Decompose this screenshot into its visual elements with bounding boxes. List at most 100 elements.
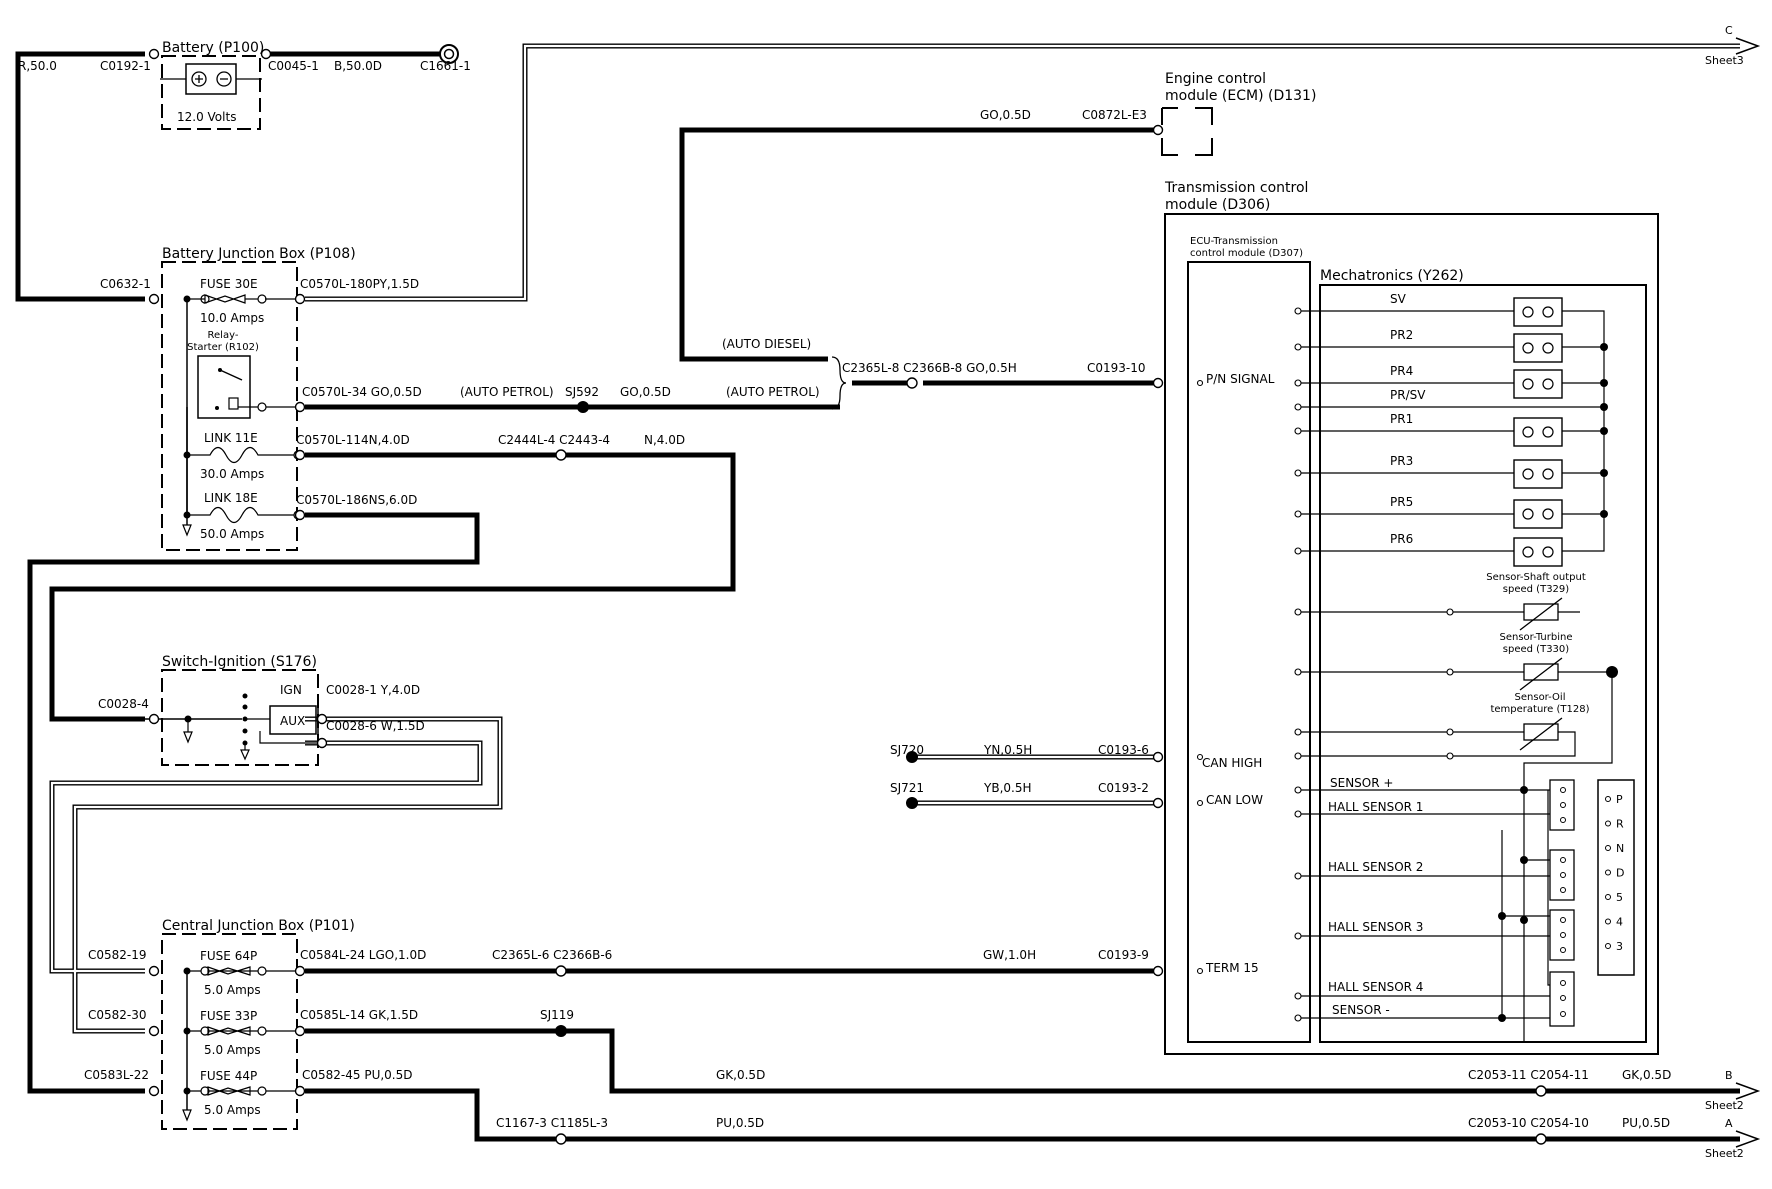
gear-position-label: R	[1616, 818, 1624, 831]
battery-terminal	[439, 44, 459, 64]
label-c2053-10: C2053-10 C2054-10	[1468, 1116, 1589, 1130]
arrow-sheet3[interactable]	[1735, 37, 1761, 55]
sheet-a-letter: A	[1725, 1117, 1733, 1130]
ecm: Engine control module (ECM) (D131)	[1161, 71, 1316, 156]
wire-go-ecm	[679, 127, 1155, 362]
arrow-sheet2-a[interactable]	[1735, 1130, 1761, 1148]
ign-label: IGN	[280, 683, 302, 697]
label-c2365l-6: C2365L-6 C2366B-6	[492, 948, 612, 962]
mech-pin-label: PR1	[1390, 412, 1413, 426]
wire-labels: R,50.0 C0192-1 C0045-1 B,50.0D C1661-1 C…	[18, 59, 1671, 1130]
label-c0582-19: C0582-19	[88, 948, 147, 962]
label-go05-ecm: GO,0.5D	[980, 108, 1031, 122]
label-c0583l-22: C0583L-22	[84, 1068, 149, 1082]
ecu-line2: control module (D307)	[1190, 248, 1303, 259]
label-c0028-1: C0028-1 Y,4.0D	[326, 683, 420, 697]
label-c2053-11: C2053-11 C2054-11	[1468, 1068, 1589, 1082]
link18e-rating: 50.0 Amps	[200, 527, 264, 541]
gear-pin	[1605, 820, 1611, 827]
battery-title: Battery (P100)	[162, 40, 264, 56]
label-c0585l-14: C0585L-14 GK,1.5D	[300, 1008, 418, 1022]
wire-r50	[15, 51, 145, 302]
label-gk05: GK,0.5D	[716, 1068, 765, 1082]
label-c0193-9: C0193-9	[1098, 948, 1149, 962]
power-wires	[15, 51, 1740, 1142]
relay-line1: Relay-	[208, 330, 239, 341]
label-pu05: PU,0.5D	[716, 1116, 764, 1130]
hall2-label: HALL SENSOR 2	[1328, 860, 1423, 874]
sheet-a-label[interactable]: Sheet2	[1705, 1147, 1744, 1160]
pn-signal-label: P/N SIGNAL	[1206, 372, 1275, 386]
ecu-line1: ECU-Transmission	[1190, 236, 1278, 247]
gear-pin	[1605, 869, 1611, 876]
solenoid-coils	[1522, 306, 1554, 558]
gear-pin	[1605, 845, 1611, 851]
fuse30e-rating: 10.0 Amps	[200, 311, 264, 325]
hall4-label: HALL SENSOR 4	[1328, 980, 1423, 994]
label-c0570l-34: C0570L-34 GO,0.5D	[302, 385, 422, 399]
mech-pin-label: PR3	[1390, 454, 1413, 468]
sensor-plus-label: SENSOR +	[1330, 776, 1393, 790]
sheet-c-label[interactable]: Sheet3	[1705, 54, 1744, 67]
mech-pin-label: PR/SV	[1390, 388, 1426, 402]
sheet-b-label[interactable]: Sheet2	[1705, 1099, 1744, 1112]
label-c0045: C0045-1	[268, 59, 319, 73]
variable-sensors	[1519, 597, 1563, 751]
turbine-sensor-line1: Sensor-Turbine	[1500, 632, 1573, 643]
arrow-sheet2-b[interactable]	[1735, 1082, 1761, 1100]
label-c0570l-180: C0570L-180PY,1.5D	[300, 277, 419, 291]
label-c0193-6: C0193-6	[1098, 743, 1149, 757]
label-auto-petrol-1: (AUTO PETROL)	[460, 385, 554, 399]
sensor-minus-label: SENSOR -	[1332, 1003, 1390, 1017]
term15-label: TERM 15	[1205, 961, 1259, 975]
connector-pins	[148, 48, 1547, 1145]
label-auto-petrol-2: (AUTO PETROL)	[726, 385, 820, 399]
label-auto-diesel: (AUTO DIESEL)	[722, 337, 811, 351]
gear-position-label: 4	[1616, 916, 1623, 929]
option-bracket	[831, 356, 847, 410]
label-sj592: SJ592	[565, 385, 599, 399]
gear-pin	[1605, 894, 1611, 900]
label-c0582-45: C0582-45 PU,0.5D	[302, 1068, 413, 1082]
label-c0028-6: C0028-6 W,1.5D	[326, 719, 425, 733]
label-c1661: C1661-1	[420, 59, 471, 73]
gear-position-label: 3	[1616, 940, 1623, 953]
mech-title: Mechatronics (Y262)	[1320, 268, 1464, 284]
wire-ns60	[27, 512, 480, 1094]
wire-n40	[49, 452, 736, 722]
mech-junctions	[1498, 343, 1618, 1022]
hall-sensors	[1549, 779, 1575, 1027]
link11e-rating: 30.0 Amps	[200, 467, 264, 481]
mech-pin-label: PR2	[1390, 328, 1413, 342]
fuse33p-name: FUSE 33P	[200, 1009, 257, 1023]
double-wire-outer	[49, 43, 1740, 1034]
fuse30e-name: FUSE 30E	[200, 277, 258, 291]
tcm: Transmission control module (D306) ECU-T…	[1164, 180, 1659, 1055]
wire-pu05	[305, 1088, 1537, 1142]
hall-pins	[1560, 787, 1566, 1017]
label-c0582-30: C0582-30	[88, 1008, 147, 1022]
pin-terminals	[1196, 307, 1454, 1022]
gear-pin	[1605, 796, 1611, 802]
sheet-c-letter: C	[1725, 24, 1733, 37]
label-b50: B,50.0D	[334, 59, 382, 73]
ignition-title: Switch-Ignition (S176)	[162, 654, 317, 670]
fuse64p-name: FUSE 64P	[200, 949, 257, 963]
label-gk05b: GK,0.5D	[1622, 1068, 1671, 1082]
label-r50: R,50.0	[18, 59, 57, 73]
label-pu05b: PU,0.5D	[1622, 1116, 1670, 1130]
mech-pin-label: PR4	[1390, 364, 1413, 378]
label-c0570l-114: C0570L-114N,4.0D	[296, 433, 410, 447]
label-yn: YN,0.5H	[983, 743, 1032, 757]
turbine-sensor-line2: speed (T330)	[1503, 644, 1569, 655]
ecm-line1: Engine control	[1165, 71, 1266, 87]
wire-gk15	[305, 1028, 1537, 1094]
gear-pin	[1605, 943, 1611, 949]
relay-line2: Starter (R102)	[187, 342, 259, 353]
shaft-sensor-line1: Sensor-Shaft output	[1486, 572, 1586, 583]
label-c0632: C0632-1	[100, 277, 151, 291]
